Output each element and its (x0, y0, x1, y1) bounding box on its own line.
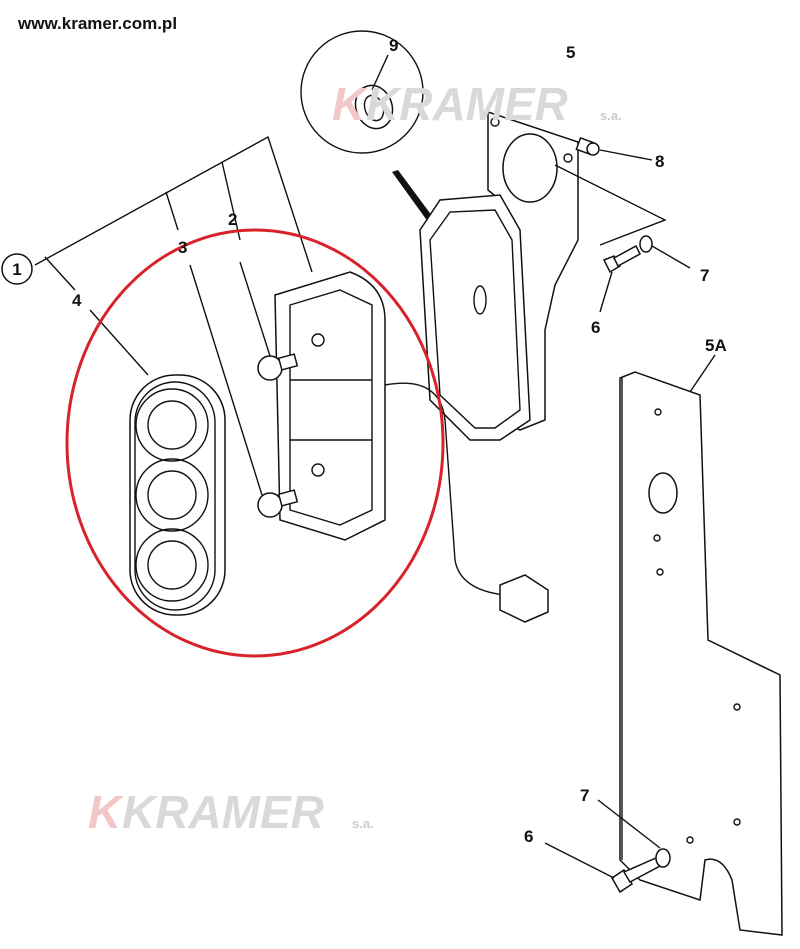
highlight-ellipse (65, 228, 445, 658)
lamp-housing (274, 271, 549, 623)
watermark-text: KRAMER (366, 78, 568, 130)
part-5a-plate (619, 354, 783, 936)
callout-8[interactable]: 8 (655, 152, 664, 171)
watermark-text: KRAMER (122, 786, 324, 838)
callout-7-bottom[interactable]: 7 (580, 786, 589, 805)
website-url: www.kramer.com.pl (18, 14, 178, 33)
part-8-bolt (575, 137, 653, 161)
callout-5a[interactable]: 5A (705, 336, 727, 355)
svg-text:K: K (332, 78, 368, 130)
part-6-7-bolt-bottom (544, 799, 671, 894)
watermark-bottom: K KRAMER s.a. (88, 786, 374, 838)
callout-4[interactable]: 4 (72, 291, 82, 310)
watermark-suffix: s.a. (600, 108, 622, 123)
watermark-suffix: s.a. (352, 816, 374, 831)
callout-7-top[interactable]: 7 (700, 266, 709, 285)
part-4-lens (129, 374, 226, 616)
svg-text:K: K (88, 786, 124, 838)
svg-text:1: 1 (12, 260, 21, 279)
callout-3[interactable]: 3 (178, 238, 187, 257)
callout-2[interactable]: 2 (228, 210, 237, 229)
bulb-upper (257, 353, 299, 381)
part-5-bracket (419, 110, 667, 441)
bulb-lower (257, 489, 299, 518)
callout-6-top[interactable]: 6 (591, 318, 600, 337)
callout-1[interactable]: 1 (1, 253, 33, 285)
callout-6-bottom[interactable]: 6 (524, 827, 533, 846)
callout-5[interactable]: 5 (566, 43, 575, 62)
part-6-7-bolt-top (599, 235, 691, 313)
watermark-top: K KRAMER s.a. (332, 78, 622, 130)
callout-9[interactable]: 9 (389, 36, 398, 55)
